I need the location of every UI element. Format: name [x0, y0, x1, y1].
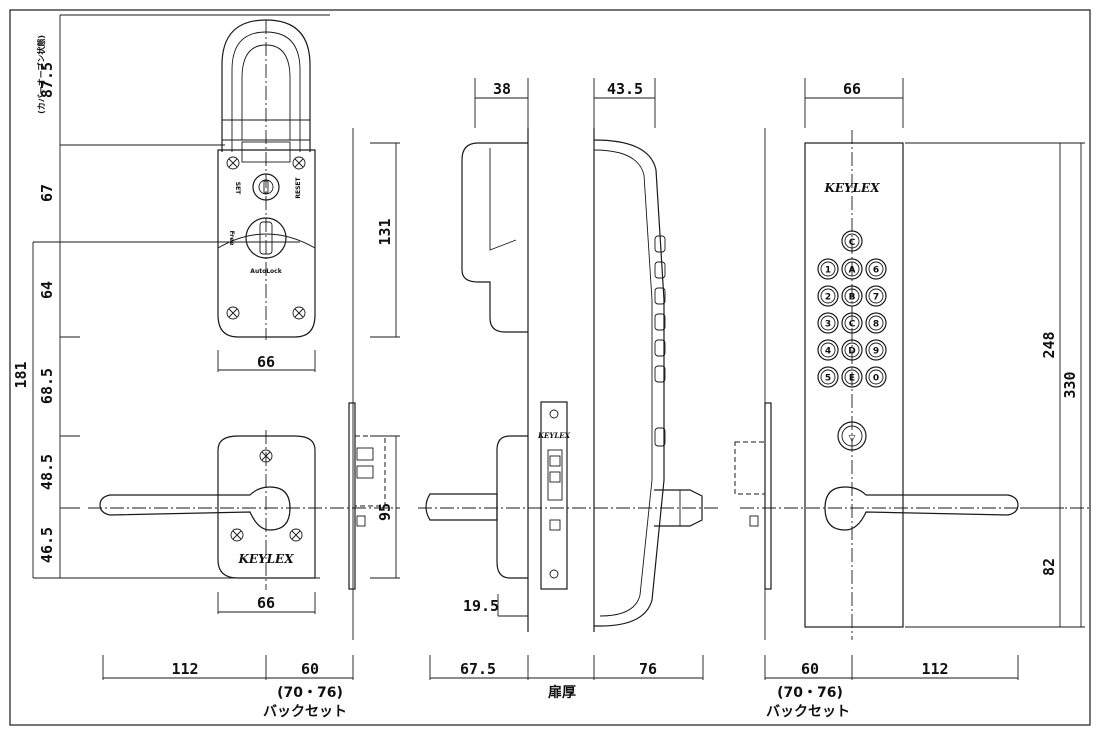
keypad-key-label: A [849, 266, 856, 276]
dim-60-front: 60 [301, 660, 319, 678]
dim-66-rear: 66 [843, 80, 861, 98]
cylinder-autolock-label: AutoLock [250, 268, 282, 275]
keypad-key-label: 9 [873, 347, 879, 357]
dim-64: 64 [38, 281, 56, 299]
keypad-key-label: B [849, 293, 856, 303]
keypad-key: 3 [817, 312, 839, 334]
side-logo: KEYLEX [537, 431, 571, 440]
door-thickness-label: 扉厚 [548, 684, 576, 701]
dim-131: 131 [376, 218, 394, 245]
dim-67: 67 [38, 184, 56, 202]
dim-43-5: 43.5 [607, 80, 643, 98]
front-logo: KEYLEX [237, 552, 294, 566]
cylinder-set-label: SET [234, 182, 241, 195]
keypad-key-label: 1 [825, 266, 831, 276]
dim-112-front: 112 [171, 660, 198, 678]
dim-68-5: 68.5 [38, 368, 56, 404]
keypad-key-label: 3 [825, 320, 831, 330]
keypad-key-label: 2 [825, 293, 831, 303]
keypad-key: 9 [865, 339, 887, 361]
dim-82: 82 [1040, 558, 1058, 576]
keypad-key: E [841, 366, 863, 388]
dim-112-rear: 112 [921, 660, 948, 678]
keypad-key: 4 [817, 339, 839, 361]
dim-248: 248 [1040, 331, 1058, 358]
dim-38: 38 [493, 80, 511, 98]
backset-range-front: (70・76) [277, 685, 343, 701]
keypad-key-label: E [849, 374, 855, 384]
keypad-key: C [841, 312, 863, 334]
keypad-key-top: C [849, 238, 856, 248]
keypad-key-label: 0 [873, 374, 879, 384]
dim-66-upper: 66 [257, 353, 275, 371]
keypad-key-label: 8 [873, 320, 879, 330]
dim-67-5: 67.5 [460, 660, 496, 678]
front-view: (カバーオープン状態) 87.5 67 64 181 68.5 48.5 46.… [12, 14, 400, 720]
dim-19-5: 19.5 [463, 597, 499, 615]
cylinder-free-label: Free [228, 231, 235, 246]
keypad-key: 5 [817, 366, 839, 388]
keypad-key: 0 [865, 366, 887, 388]
backset-range-rear: (70・76) [777, 685, 843, 701]
keypad-enter-key: ▽ [849, 434, 856, 444]
dim-66-lower: 66 [257, 594, 275, 612]
keypad-key: B [841, 285, 863, 307]
keypad-key: 7 [865, 285, 887, 307]
keypad-key-label: 4 [825, 347, 831, 357]
keypad-key: 1 [817, 258, 839, 280]
cover-open-label: (カバーオープン状態) [36, 35, 46, 114]
keypad: C 1 A 6 2 B 7 3 C 8 4 D 9 5 E 0 ▽ [817, 230, 887, 451]
side-view: 38 43.5 KEYLEX [418, 78, 718, 701]
dim-76: 76 [639, 660, 657, 678]
dim-87-5: 87.5 [38, 62, 56, 98]
keypad-key: D [841, 339, 863, 361]
drawing-frame [9, 9, 1091, 726]
dim-181: 181 [12, 361, 30, 388]
dim-48-5: 48.5 [38, 454, 56, 490]
dim-60-rear: 60 [801, 660, 819, 678]
backset-label-rear: バックセット [766, 704, 850, 720]
keypad-key: A [841, 258, 863, 280]
keypad-key: 2 [817, 285, 839, 307]
keypad-key-label: 6 [873, 266, 879, 276]
backset-label-front: バックセット [263, 704, 347, 720]
rear-view: 66 KEYLEX C 1 A 6 2 B 7 3 C 8 4 D 9 5 E 0 ▽ 248 330 [734, 78, 1090, 720]
rear-logo: KEYLEX [823, 181, 880, 195]
keypad-key: 8 [865, 312, 887, 334]
keypad-key: 6 [865, 258, 887, 280]
keypad-key-label: 7 [873, 293, 879, 303]
cylinder-reset-label: RESET [295, 176, 302, 198]
dim-95: 95 [376, 503, 394, 521]
keypad-key-label: 5 [825, 374, 831, 384]
keypad-key-label: D [848, 347, 855, 357]
dim-330: 330 [1061, 371, 1079, 398]
keypad-key-label: C [849, 320, 856, 330]
dim-46-5: 46.5 [38, 527, 56, 563]
